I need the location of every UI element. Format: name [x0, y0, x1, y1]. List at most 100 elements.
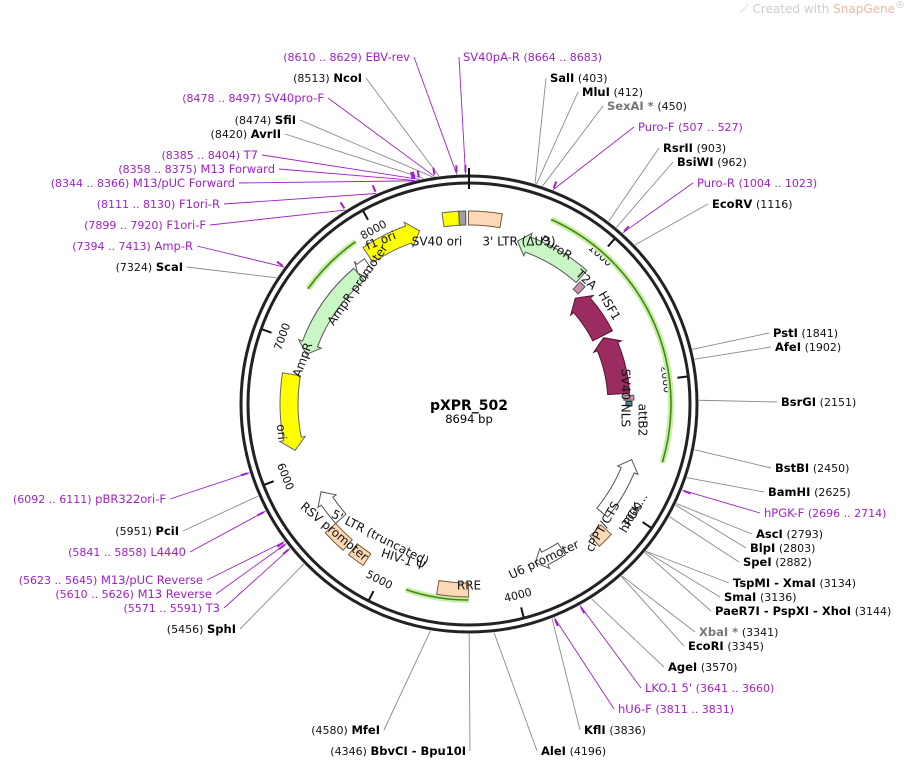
feature-spacer [458, 210, 467, 226]
leader-mfei [383, 630, 431, 731]
site-name: ScaI [156, 260, 183, 274]
primer-marker [416, 170, 421, 178]
site-name: KflI [584, 723, 606, 737]
site-label-asci: AscI (2793) [756, 527, 823, 541]
leader-scai [186, 266, 277, 279]
leader-agei [591, 598, 665, 668]
site-position: (2151) [820, 396, 857, 409]
site-label-t7: (8385 .. 8404) T7 [161, 148, 258, 162]
site-position: (5571 .. 5591) [123, 602, 202, 615]
leader-sphi [239, 563, 305, 630]
site-name: F1ori-F [166, 218, 206, 232]
site-label-m13-puc-forward: (8344 .. 8366) M13/pUC Forward [51, 176, 235, 190]
site-position: (8344 .. 8366) [51, 177, 130, 190]
feature-ampr [297, 267, 365, 356]
site-label-xbai: XbaI * (3341) [699, 625, 778, 639]
site-position: (3136) [760, 591, 797, 604]
site-position: (8111 .. 8130) [97, 198, 176, 211]
leader-alei [493, 632, 538, 752]
site-label-t3: (5571 .. 5591) T3 [123, 601, 220, 615]
leader-sali [534, 77, 547, 184]
tick-mark [520, 607, 525, 618]
leader-m13-reverse [215, 543, 287, 595]
primer-marker [371, 184, 377, 193]
site-position: (2696 .. 2714) [808, 507, 887, 520]
leader-l4440 [189, 510, 266, 553]
leader-tspmi-xmai [645, 550, 730, 584]
feature-attb2 [625, 400, 633, 407]
site-label-kfli: KflI (3836) [584, 723, 646, 737]
site-name: T7 [243, 148, 258, 162]
site-position: (8474) [235, 114, 272, 127]
feature-puror [516, 232, 588, 284]
primer-marker [276, 541, 284, 548]
leader-puro-r [622, 182, 694, 234]
primer-marker [623, 225, 630, 233]
primer-marker [410, 171, 414, 180]
snapgene-logo-icon: ⟋ [740, 2, 749, 16]
site-label-bsiwi: BsiWI (962) [677, 155, 747, 169]
tick-mark [261, 328, 272, 334]
site-position: (8664 .. 8683) [524, 51, 603, 64]
site-label-sv40pa-r: SV40pA-R (8664 .. 8683) [463, 50, 602, 64]
leader-xbai [621, 575, 696, 633]
site-label-sali: SalI (403) [550, 71, 608, 85]
direction-arc-line [614, 264, 672, 463]
primer-marker [683, 490, 691, 495]
site-name: TspMI - XmaI [733, 576, 816, 590]
site-label-bbvci-bpu10i: (4346) BbvCI - Bpu10I [330, 744, 466, 758]
site-name: hU6-F [618, 702, 652, 716]
site-name: M13 Reverse [138, 587, 212, 601]
site-position: (7394 .. 7413) [72, 240, 151, 253]
site-name: SalI [550, 71, 574, 85]
site-position: (8610 .. 8629) [283, 51, 362, 64]
site-label-tspmi-xmai: TspMI - XmaI (3134) [733, 576, 856, 590]
site-name: PciI [156, 524, 179, 538]
site-label-l4440: (5841 .. 5858) L4440 [68, 545, 186, 559]
site-name: SV40pA-R [463, 50, 520, 64]
leader-bbvci-bpu10i [468, 633, 471, 752]
site-position: (8385 .. 8404) [161, 149, 240, 162]
site-name: SfiI [275, 113, 296, 127]
leader-hpgk-f [682, 489, 761, 514]
feature-label-u6-promoter: U6 promoter [506, 537, 581, 582]
leader-avrii [284, 133, 424, 179]
site-position: (8478 .. 8497) [182, 92, 261, 105]
site-position: (2450) [813, 462, 850, 475]
leader-sv40pro-f [327, 97, 435, 177]
site-label-puro-f: Puro-F (507 .. 527) [638, 120, 743, 134]
site-label-amp-r: (7394 .. 7413) Amp-R [72, 239, 193, 253]
leader-rsrii [608, 147, 660, 222]
site-name: SV40pro-F [264, 91, 324, 105]
leader-kfli [551, 618, 581, 731]
site-name: hPGK-F [764, 506, 804, 520]
site-position: (7899 .. 7920) [84, 219, 163, 232]
site-label-sexai: SexAI * (450) [607, 99, 687, 113]
primer-marker [580, 606, 586, 614]
site-label-bamhi: BamHI (2625) [768, 485, 851, 499]
site-name: LKO.1 5' [645, 681, 692, 695]
site-label-m13-puc-reverse: (5623 .. 5645) M13/pUC Reverse [19, 573, 203, 587]
leader-afei [694, 346, 772, 360]
label-leaders [169, 56, 778, 752]
leader-mlui [536, 91, 579, 185]
tick-mark [607, 238, 616, 248]
site-label-bstbi: BstBI (2450) [775, 461, 849, 475]
feature-sv40-ori [441, 210, 460, 228]
leader-asci [676, 503, 753, 535]
primer-marker [411, 171, 416, 179]
site-name: BamHI [768, 485, 810, 499]
site-name: SpeI [743, 555, 772, 569]
site-name: T3 [205, 601, 220, 615]
feature-ampr-promoter [354, 258, 374, 279]
leader-ncoi [365, 77, 440, 177]
site-position: (3641 .. 3660) [696, 682, 775, 695]
plasmid-size: 8694 bp [445, 412, 493, 426]
site-name: BstBI [775, 461, 809, 475]
site-label-smai: SmaI (3136) [724, 590, 797, 604]
site-position: (7324) [116, 261, 153, 274]
site-name: SexAI * [607, 99, 654, 113]
tick-mark [677, 375, 688, 379]
site-label-agei: AgeI (3570) [668, 660, 737, 674]
site-label-spei: SpeI (2882) [743, 555, 812, 569]
